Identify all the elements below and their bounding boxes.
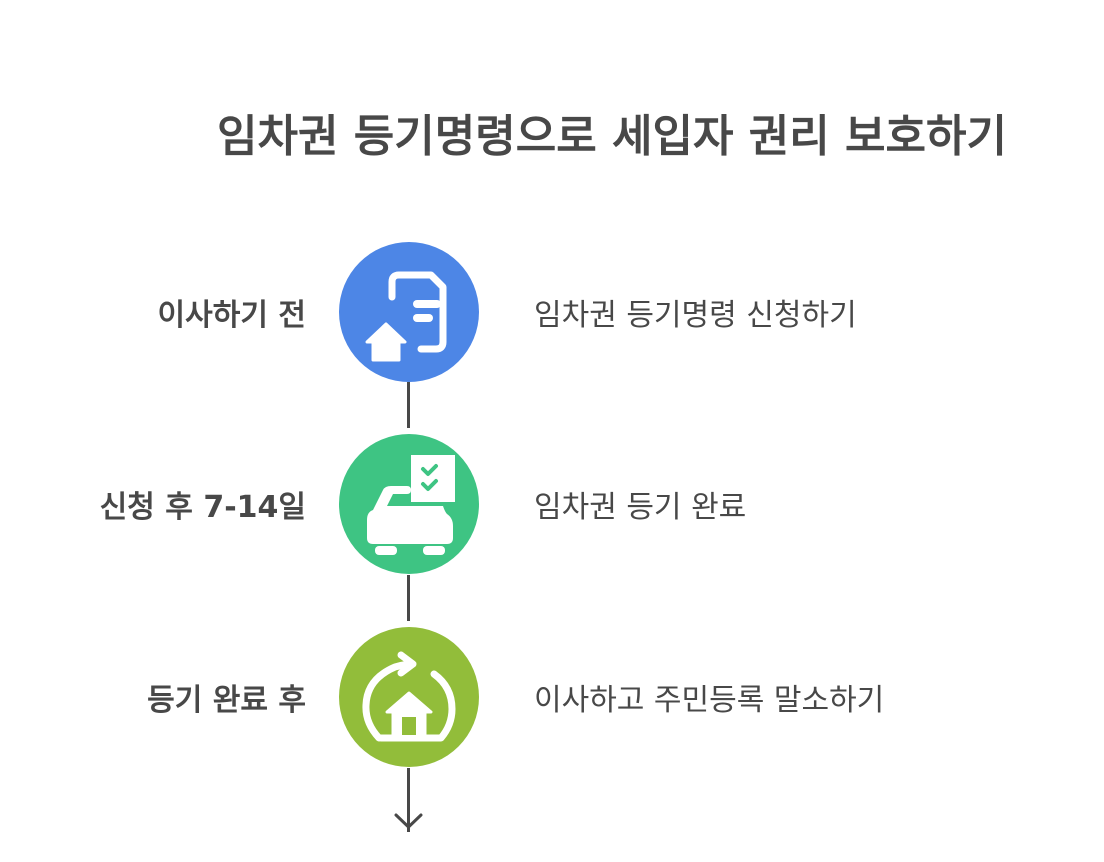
document-house-icon bbox=[365, 271, 447, 362]
step-timing-label: 신청 후 7-14일 bbox=[99, 490, 306, 525]
step-icon-circle bbox=[339, 242, 479, 382]
connector-line bbox=[407, 575, 410, 621]
step-action-label: 임차권 등기명령 신청하기 bbox=[534, 298, 857, 333]
diagram-title: 임차권 등기명령으로 세입자 권리 보호하기 bbox=[217, 111, 1007, 162]
step-action-label: 임차권 등기 완료 bbox=[534, 490, 747, 525]
step-icon-circle bbox=[339, 627, 479, 767]
step-timing-label: 이사하기 전 bbox=[157, 298, 306, 333]
connector-line bbox=[407, 768, 410, 832]
connector-line bbox=[407, 382, 410, 428]
step-action-label: 이사하고 주민등록 말소하기 bbox=[534, 683, 885, 718]
step-icon-circle bbox=[339, 434, 479, 574]
step-timing-label: 등기 완료 후 bbox=[147, 683, 306, 718]
car-checklist-icon bbox=[367, 455, 455, 555]
house-cycle-icon bbox=[362, 651, 456, 742]
arrow-down-icon bbox=[394, 813, 423, 829]
